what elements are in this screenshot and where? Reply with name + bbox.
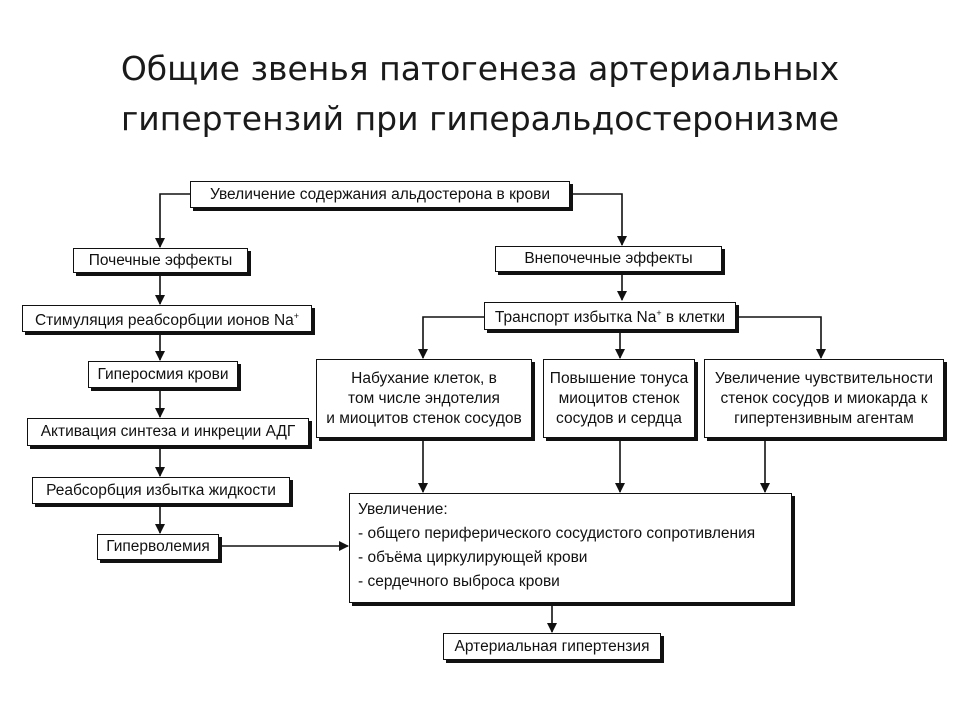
increase-item-1: - общего периферического сосудистого соп… xyxy=(358,525,756,542)
sensitivity-increase-line-3: гипертензивным агентам xyxy=(734,409,914,427)
box-arterial-hypertension: Артериальная гипертензия xyxy=(443,633,661,660)
box-tone-increase: Повышение тонуса миоцитов стенок сосудов… xyxy=(543,359,695,438)
cell-swelling-line-1: Набухание клеток, в xyxy=(351,369,497,387)
box-na-transport: Транспорт избытка Na+ в клетки xyxy=(484,302,736,330)
box-adh-activation-label: Активация синтеза и инкреции АДГ xyxy=(40,423,296,440)
sensitivity-increase-line-1: Увеличение чувствительности xyxy=(714,369,934,387)
box-fluid-reabsorption: Реабсорбция избытка жидкости xyxy=(32,477,290,504)
box-hyperosmia-label: Гиперосмия крови xyxy=(97,365,229,383)
box-extrarenal-effects-label: Внепочечные эффекты xyxy=(524,250,693,267)
increase-item-2: - объёма циркулирующей крови xyxy=(358,549,588,566)
title-line-2: гипертензий при гиперальдостеронизме xyxy=(120,99,840,138)
slide-title: Общие звенья патогенеза артериальных гип… xyxy=(0,44,960,144)
box-renal-effects: Почечные эффекты xyxy=(73,248,248,273)
box-hypervolemia-label: Гиперволемия xyxy=(106,538,210,555)
box-na-reabsorption-label: Стимуляция реабсорбции ионов Na+ xyxy=(34,310,300,330)
arrow-top-to-extrarenal xyxy=(570,193,627,246)
tone-increase-line-1: Повышение тонуса xyxy=(549,369,689,387)
sensitivity-increase-line-2: стенок сосудов и миокарда к xyxy=(720,389,928,407)
tone-increase-line-2: миоцитов стенок xyxy=(558,389,680,407)
cell-swelling-line-2: том числе эндотелия xyxy=(348,389,500,407)
increase-header: Увеличение: xyxy=(358,501,448,518)
box-hypervolemia: Гиперволемия xyxy=(97,534,219,560)
box-aldosterone-increase-label: Увеличение содержания альдостерона в кро… xyxy=(210,185,550,203)
box-na-transport-label: Транспорт избытка Na+ в клетки xyxy=(494,308,726,327)
cell-swelling-line-3: и миоцитов стенок сосудов xyxy=(326,409,522,427)
box-sensitivity-increase: Увеличение чувствительности стенок сосуд… xyxy=(704,359,944,438)
box-adh-activation: Активация синтеза и инкреции АДГ xyxy=(27,418,309,446)
box-na-reabsorption: Стимуляция реабсорбции ионов Na+ xyxy=(22,305,312,332)
box-increase: Увеличение: - общего периферического сос… xyxy=(349,493,792,603)
box-cell-swelling: Набухание клеток, в том числе эндотелия … xyxy=(316,359,532,438)
arrow-transport-to-swelling xyxy=(418,316,484,359)
box-arterial-hypertension-label: Артериальная гипертензия xyxy=(454,637,650,655)
title-line-1: Общие звенья патогенеза артериальных xyxy=(120,49,840,88)
box-hyperosmia: Гиперосмия крови xyxy=(88,361,238,388)
box-extrarenal-effects: Внепочечные эффекты xyxy=(495,246,722,272)
tone-increase-line-3: сосудов и сердца xyxy=(556,409,682,427)
box-aldosterone-increase: Увеличение содержания альдостерона в кро… xyxy=(190,181,570,208)
box-renal-effects-label: Почечные эффекты xyxy=(88,251,233,269)
arrow-top-to-renal xyxy=(155,193,190,248)
increase-item-3: - сердечного выброса крови xyxy=(358,573,560,590)
arrow-transport-to-sensitivity xyxy=(736,316,826,359)
box-fluid-reabsorption-label: Реабсорбция избытка жидкости xyxy=(46,481,276,499)
